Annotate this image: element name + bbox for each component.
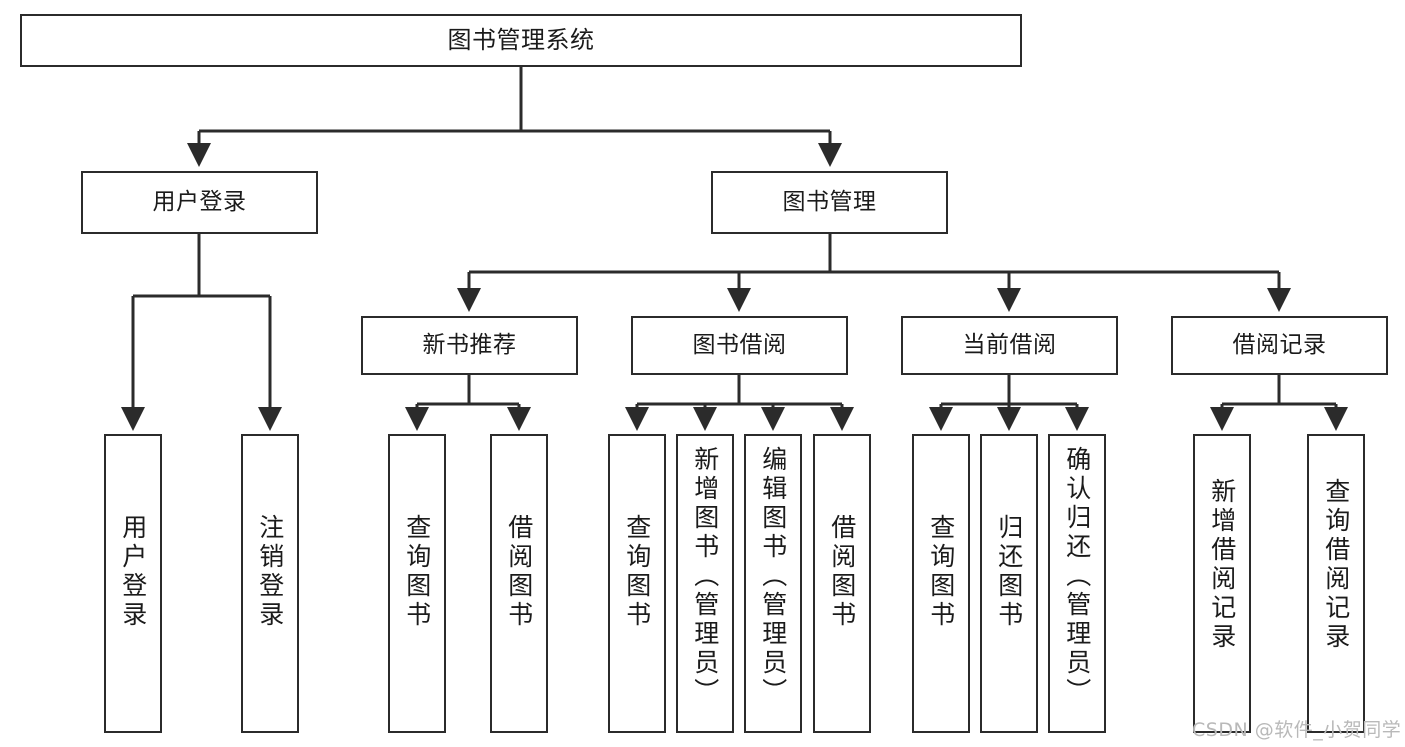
node-leaf-query-borrow-record[interactable]: 查询借阅记录: [1307, 434, 1365, 733]
node-leaf-borrow-book-recommend[interactable]: 借阅图书: [490, 434, 548, 733]
node-label: 用户登录: [152, 188, 247, 215]
node-leaf-logout[interactable]: 注销登录: [241, 434, 299, 733]
node-label: 查询图书: [402, 514, 432, 630]
node-leaf-confirm-return-admin[interactable]: 确认归还（管理员）: [1048, 434, 1106, 733]
node-leaf-query-book-borrow[interactable]: 查询图书: [608, 434, 666, 733]
node-leaf-add-borrow-record[interactable]: 新增借阅记录: [1193, 434, 1251, 733]
node-book-borrow[interactable]: 图书借阅: [631, 316, 848, 375]
node-leaf-edit-book-admin[interactable]: 编辑图书（管理员）: [744, 434, 802, 733]
node-leaf-return-book[interactable]: 归还图书: [980, 434, 1038, 733]
node-leaf-borrow-book-borrow[interactable]: 借阅图书: [813, 434, 871, 733]
node-label: 确认归还（管理员）: [1062, 446, 1092, 707]
node-label: 借阅图书: [827, 514, 857, 630]
node-label: 查询图书: [622, 514, 652, 630]
node-label: 编辑图书（管理员）: [758, 446, 788, 707]
node-root-book-management-system[interactable]: 图书管理系统: [20, 14, 1022, 67]
node-leaf-query-book-current[interactable]: 查询图书: [912, 434, 970, 733]
node-label: 归还图书: [994, 514, 1024, 630]
node-label: 新增借阅记录: [1207, 478, 1237, 652]
node-label: 借阅图书: [504, 514, 534, 630]
node-label: 借阅记录: [1232, 331, 1327, 358]
node-label: 图书借阅: [692, 331, 787, 358]
node-current-borrow[interactable]: 当前借阅: [901, 316, 1118, 375]
node-label: 当前借阅: [962, 331, 1057, 358]
node-label: 图书管理: [782, 188, 877, 215]
node-book-management[interactable]: 图书管理: [711, 171, 948, 234]
node-leaf-user-login[interactable]: 用户登录: [104, 434, 162, 733]
node-label: 新增图书（管理员）: [690, 446, 720, 707]
node-new-book-recommend[interactable]: 新书推荐: [361, 316, 578, 375]
node-label: 注销登录: [255, 514, 285, 630]
node-user-login[interactable]: 用户登录: [81, 171, 318, 234]
node-label: 新书推荐: [422, 331, 517, 358]
node-leaf-add-book-admin[interactable]: 新增图书（管理员）: [676, 434, 734, 733]
csdn-watermark: CSDN @软件_小贺同学: [1192, 719, 1402, 741]
node-leaf-query-book-recommend[interactable]: 查询图书: [388, 434, 446, 733]
node-label: 查询借阅记录: [1321, 478, 1351, 652]
node-label: 图书管理系统: [447, 26, 595, 55]
node-label: 查询图书: [926, 514, 956, 630]
node-label: 用户登录: [118, 514, 148, 630]
node-borrow-record[interactable]: 借阅记录: [1171, 316, 1388, 375]
